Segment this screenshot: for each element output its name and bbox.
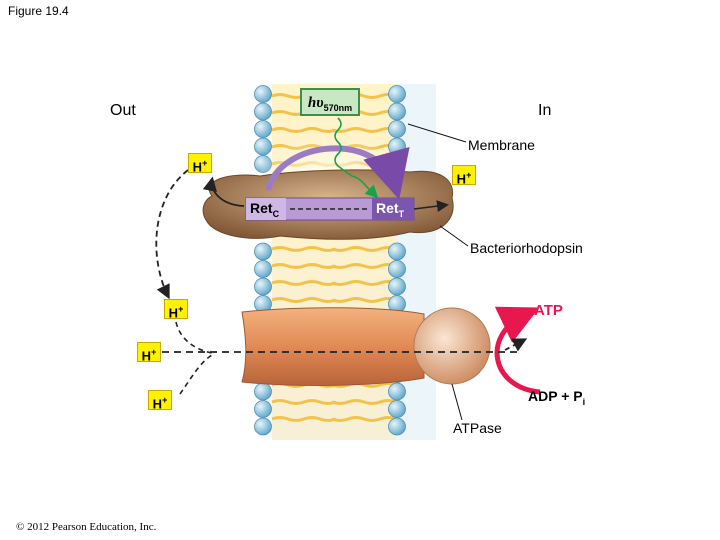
adp-label: ADP + Pi [528,388,585,407]
lipid-head [388,382,406,401]
copyright-notice: © 2012 Pearson Education, Inc. [16,521,157,533]
bacteriorhodopsin-leader [439,225,469,247]
adp-sub: i [582,396,586,407]
retinal-cis-base: Ret [250,200,273,216]
atpase-head [413,307,491,385]
atp-label: ATP [534,302,563,319]
membrane-leader [407,123,467,143]
lipid-tail [271,399,337,405]
retinal-trans-sub: T [398,208,405,219]
lipid-head [388,85,406,103]
lipid-tail [271,416,337,422]
proton-box-out-channel: H+ [137,342,161,364]
head-groups-in [388,85,406,436]
membrane-label: Membrane [468,137,535,153]
proton-symbol: H [141,348,152,364]
figure-title: Figure 19.4 [8,4,69,18]
atp-synthesis-arrow [494,306,541,395]
light-energy-box: hυ570nm [300,88,360,116]
lipid-head [388,400,406,418]
light-symbol: hυ [307,95,324,111]
retinal-proton-arrow [413,200,449,213]
retinal-trans-label: RetT [376,200,404,219]
lipid-tail [331,382,397,388]
lipid-head [254,120,272,138]
lipid-tail [271,127,337,133]
retinal-trans-segment [372,198,414,220]
bacteriorhodopsin-label: Bacteriorhodopsin [470,240,583,256]
atpase-leader [451,383,463,421]
lipid-tail [331,416,397,422]
lipid-tail [271,297,337,303]
lipid-head [254,137,272,156]
lipid-head [254,417,272,436]
retinal-trans-base: Ret [376,200,399,216]
lipid-head [254,242,272,261]
proton-charge: + [466,170,472,180]
proton-charge: + [178,304,184,314]
proton-merge-arrow-top [175,321,213,354]
adp-text: ADP + P [528,388,583,404]
light-wavelength: 570nm [323,102,353,113]
proton-release-arrow [202,176,245,207]
proton-box-out-bottom: H+ [148,390,172,412]
lipid-tail [331,399,397,405]
proton-box-out-top: H+ [188,153,212,175]
proton-symbol: H [192,159,203,175]
lipid-head [254,85,272,103]
proton-charge: + [162,395,168,405]
atpase-label: ATPase [453,420,502,436]
proton-box-out-mid: H+ [164,299,188,321]
proton-symbol: H [456,171,467,187]
lipid-tail [331,280,397,286]
proton-channel-arrowhead [504,338,528,352]
retinal-cis-sub: C [272,208,280,219]
lipid-head [388,277,406,296]
light-wave [334,117,379,199]
proton-return-arrow [155,169,189,300]
lipid-head [254,400,272,418]
lipid-head [388,242,406,261]
proton-charge: + [151,347,157,357]
proton-symbol: H [168,305,179,321]
out-label: Out [110,102,136,119]
lipid-head [254,102,272,121]
proton-charge: + [202,158,208,168]
lipid-tail [331,246,397,252]
atpase-stalk [241,307,425,386]
proton-box-in: H+ [452,165,476,187]
lipid-tail [331,127,397,133]
lipid-tail [271,280,337,286]
lipid-head [254,277,272,296]
in-label: In [538,102,552,119]
lipid-head [388,260,406,278]
lipid-head [254,382,272,401]
lipid-head [388,137,406,156]
proton-symbol: H [152,396,163,412]
lipid-tail [271,246,337,252]
lipid-head [388,417,406,436]
lipid-head [388,102,406,121]
lipid-tail [271,263,337,269]
isomerization-arrow [265,145,410,200]
proton-merge-arrow-bottom [179,354,213,395]
retinal-cis-segment [246,198,286,220]
lipid-tail [331,263,397,269]
lipid-tail [331,297,397,303]
lipid-head [388,120,406,138]
lipid-head [254,260,272,278]
retinal-cis-label: RetC [250,200,279,219]
